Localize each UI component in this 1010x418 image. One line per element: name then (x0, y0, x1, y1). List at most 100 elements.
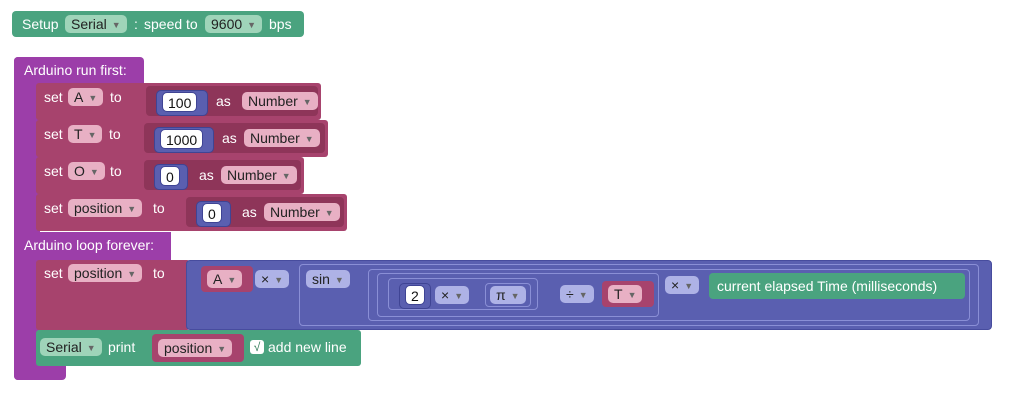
bps-label: bps (269, 16, 292, 32)
chevron-down-icon: ▼ (454, 291, 464, 301)
variable-dropdown[interactable]: T▼ (68, 125, 103, 143)
number-block[interactable]: 0 (154, 164, 188, 190)
arithmetic-block[interactable]: A▼ ×▼ sin▼ 2 ×▼ (186, 260, 992, 330)
function-dropdown[interactable]: sin▼ (306, 270, 350, 288)
declare-value-slot[interactable]: 1000 as Number▼ (144, 123, 325, 153)
arithmetic-block[interactable]: 2 ×▼ π▼ (388, 278, 538, 310)
variable-dropdown[interactable]: position ▼ (68, 199, 143, 217)
operator-value: × (441, 287, 450, 303)
constant-dropdown[interactable]: π▼ (490, 286, 526, 304)
set-variable-block[interactable]: set T▼ to 1000 as Number▼ (36, 120, 328, 157)
run-first-header[interactable]: Arduino run first: (14, 57, 144, 83)
chevron-down-icon: ▼ (127, 269, 137, 279)
variable-name: position (164, 340, 213, 356)
variable-dropdown[interactable]: T▼ (608, 285, 643, 303)
chevron-down-icon: ▼ (302, 97, 312, 107)
speed-label: speed to (144, 16, 198, 32)
number-block[interactable]: 1000 (154, 127, 214, 153)
chevron-down-icon: ▼ (510, 291, 520, 301)
as-label: as (199, 167, 214, 183)
type-value: Number (250, 130, 300, 146)
set-variable-block[interactable]: set O▼ to 0 as Number▼ (36, 157, 304, 194)
chevron-down-icon: ▼ (324, 208, 334, 218)
type-dropdown[interactable]: Number▼ (244, 129, 320, 147)
variable-dropdown[interactable]: O▼ (68, 162, 105, 180)
number-field[interactable]: 0 (160, 166, 180, 186)
type-dropdown[interactable]: Number▼ (264, 203, 340, 221)
variable-dropdown[interactable]: A▼ (68, 88, 104, 106)
chevron-down-icon: ▼ (88, 93, 98, 103)
serial-port-value: Serial (46, 339, 82, 355)
as-label: as (242, 204, 257, 220)
declare-value-slot[interactable]: 0 as Number▼ (186, 197, 344, 227)
arduino-main-block[interactable] (14, 57, 40, 380)
operator-value: ÷ (566, 286, 574, 302)
type-dropdown[interactable]: Number ▼ (242, 92, 318, 110)
declare-value-slot[interactable]: 0 as Number ▼ (144, 160, 301, 190)
serial-port-dropdown[interactable]: Serial ▼ (65, 15, 127, 33)
variable-name: position (74, 200, 123, 216)
newline-checkbox[interactable]: √ (250, 340, 264, 354)
set-position-block[interactable]: set position▼ to (36, 260, 190, 330)
variable-get-block[interactable]: position ▼ (152, 334, 244, 362)
baud-rate-dropdown[interactable]: 9600▼ (205, 15, 263, 33)
to-label: to (153, 265, 165, 281)
variable-dropdown[interactable]: position▼ (68, 264, 143, 282)
setup-label: Setup (22, 16, 59, 32)
math-constant-block[interactable]: π▼ (485, 283, 531, 307)
setup-serial-block[interactable]: Setup Serial ▼ : speed to 9600▼ bps (12, 11, 304, 37)
run-first-title: Arduino run first: (24, 62, 127, 78)
declare-value-slot[interactable]: 100 as Number▼ (146, 86, 318, 116)
elapsed-time-block[interactable]: current elapsed Time (milliseconds) (709, 273, 965, 299)
chevron-down-icon: ▼ (247, 20, 257, 30)
number-block[interactable]: 2 (399, 283, 431, 309)
serial-port-value: Serial (71, 16, 107, 32)
set-variable-block[interactable]: set position ▼ to 0 as Number▼ (36, 194, 347, 231)
serial-print-block[interactable]: Serial▼ print position▼ √ add new line (36, 330, 361, 366)
variable-get-block[interactable]: A▼ (201, 266, 253, 292)
number-field[interactable]: 1000 (160, 129, 204, 149)
loop-forever-header[interactable]: Arduino loop forever: (14, 232, 171, 260)
variable-name: A (213, 271, 223, 287)
number-field[interactable]: 0 (202, 203, 222, 223)
set-label: set (44, 200, 63, 216)
number-field[interactable]: 100 (162, 92, 198, 112)
colon-label: : (134, 16, 138, 32)
operator-dropdown[interactable]: ×▼ (435, 286, 470, 304)
chevron-down-icon: ▼ (111, 20, 121, 30)
variable-get-block[interactable]: T▼ (602, 281, 654, 307)
trig-function-block[interactable]: sin▼ 2 ×▼ π▼ (299, 264, 979, 326)
operator-value: × (261, 271, 270, 287)
number-block[interactable]: 0 (196, 201, 231, 227)
constant-value: π (496, 287, 506, 303)
as-label: as (222, 130, 237, 146)
operator-dropdown[interactable]: ×▼ (255, 270, 290, 288)
set-variable-block[interactable]: set A▼ to 100 as Number▼ (36, 83, 321, 120)
arithmetic-block[interactable]: 2 ×▼ π▼ ÷▼ T▼ (377, 273, 659, 317)
set-label: set (44, 265, 63, 281)
elapsed-time-label: current elapsed Time (milliseconds) (717, 278, 938, 294)
number-field[interactable]: 2 (405, 285, 425, 305)
print-label: print (108, 339, 136, 355)
arithmetic-block[interactable]: 2 ×▼ π▼ ÷▼ T▼ (368, 269, 970, 321)
to-label: to (109, 126, 121, 142)
chevron-down-icon: ▼ (227, 275, 237, 285)
serial-port-dropdown[interactable]: Serial▼ (40, 338, 102, 356)
chevron-down-icon: ▼ (127, 204, 137, 214)
to-label: to (153, 200, 165, 216)
chevron-down-icon: ▼ (578, 290, 588, 300)
operator-dropdown[interactable]: ÷▼ (560, 285, 594, 303)
chevron-down-icon: ▼ (281, 171, 291, 181)
variable-dropdown[interactable]: position ▼ (158, 339, 233, 357)
number-block[interactable]: 100 (156, 90, 208, 116)
chevron-down-icon: ▼ (87, 130, 97, 140)
operator-dropdown[interactable]: ×▼ (665, 276, 700, 294)
type-dropdown[interactable]: Number ▼ (221, 166, 297, 184)
variable-dropdown[interactable]: A▼ (207, 270, 243, 288)
chevron-down-icon: ▼ (627, 290, 637, 300)
type-value: Number (248, 93, 298, 109)
chevron-down-icon: ▼ (217, 344, 227, 354)
variable-name: T (614, 286, 623, 302)
type-value: Number (227, 167, 277, 183)
set-label: set (44, 163, 63, 179)
